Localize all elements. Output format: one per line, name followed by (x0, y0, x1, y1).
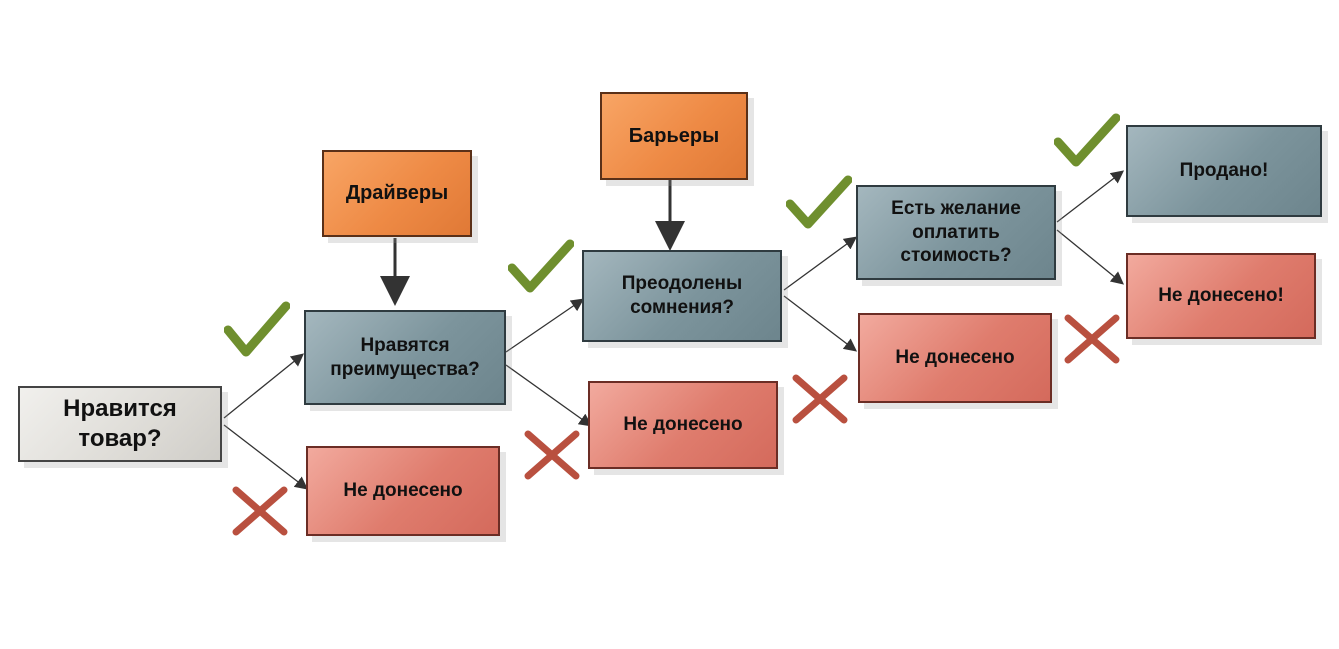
fail-label-2: Не донесено (623, 414, 743, 436)
fail-box-3: Не донесено (858, 313, 1052, 403)
arrow-pay-to-sold (1056, 170, 1125, 223)
fail-label-1: Не донесено (343, 480, 463, 502)
start-label: Нравится товар? (63, 395, 177, 452)
check-icon (1054, 113, 1120, 167)
barriers-box: Барьеры (600, 92, 748, 180)
sold-box: Продано! (1126, 125, 1322, 217)
pay-question-box: Есть желание оплатить стоимость? (856, 185, 1056, 280)
drivers-label: Драйверы (345, 182, 449, 204)
barriers-label: Барьеры (628, 124, 720, 147)
pay-question-label: Есть желание оплатить стоимость? (891, 197, 1021, 267)
cross-icon (524, 430, 580, 480)
start-box: Нравится товар? (18, 386, 222, 462)
sold-label: Продано! (1179, 160, 1269, 182)
check-icon (224, 301, 290, 357)
check-icon (508, 239, 574, 293)
arrow-start-to-benefits (223, 353, 305, 419)
doubts-question-box: Преодолены сомнения? (582, 250, 782, 342)
fail-label-3: Не донесено (895, 347, 1015, 369)
arrow-doubts-to-pay (783, 236, 858, 291)
benefits-question-box: Нравятся преимущества? (304, 310, 506, 405)
drivers-box: Драйверы (322, 150, 472, 237)
doubts-question-label: Преодолены сомнения? (621, 273, 743, 318)
arrow-benefits-to-fail-2 (505, 364, 593, 427)
benefits-question-label: Нравятся преимущества? (330, 334, 480, 380)
fail-box-4: Не донесено! (1126, 253, 1316, 339)
arrow-start-to-fail-1 (223, 424, 309, 490)
check-icon (786, 175, 852, 229)
fail-label-4: Не донесено! (1158, 285, 1284, 307)
arrow-benefits-to-doubts (505, 298, 585, 353)
cross-icon (232, 486, 288, 536)
arrow-doubts-to-fail-3 (783, 295, 858, 352)
fail-box-2: Не донесено (588, 381, 778, 469)
fail-box-1: Не донесено (306, 446, 500, 536)
cross-icon (1064, 314, 1120, 364)
arrow-pay-to-fail-4 (1056, 229, 1125, 285)
cross-icon (792, 374, 848, 424)
